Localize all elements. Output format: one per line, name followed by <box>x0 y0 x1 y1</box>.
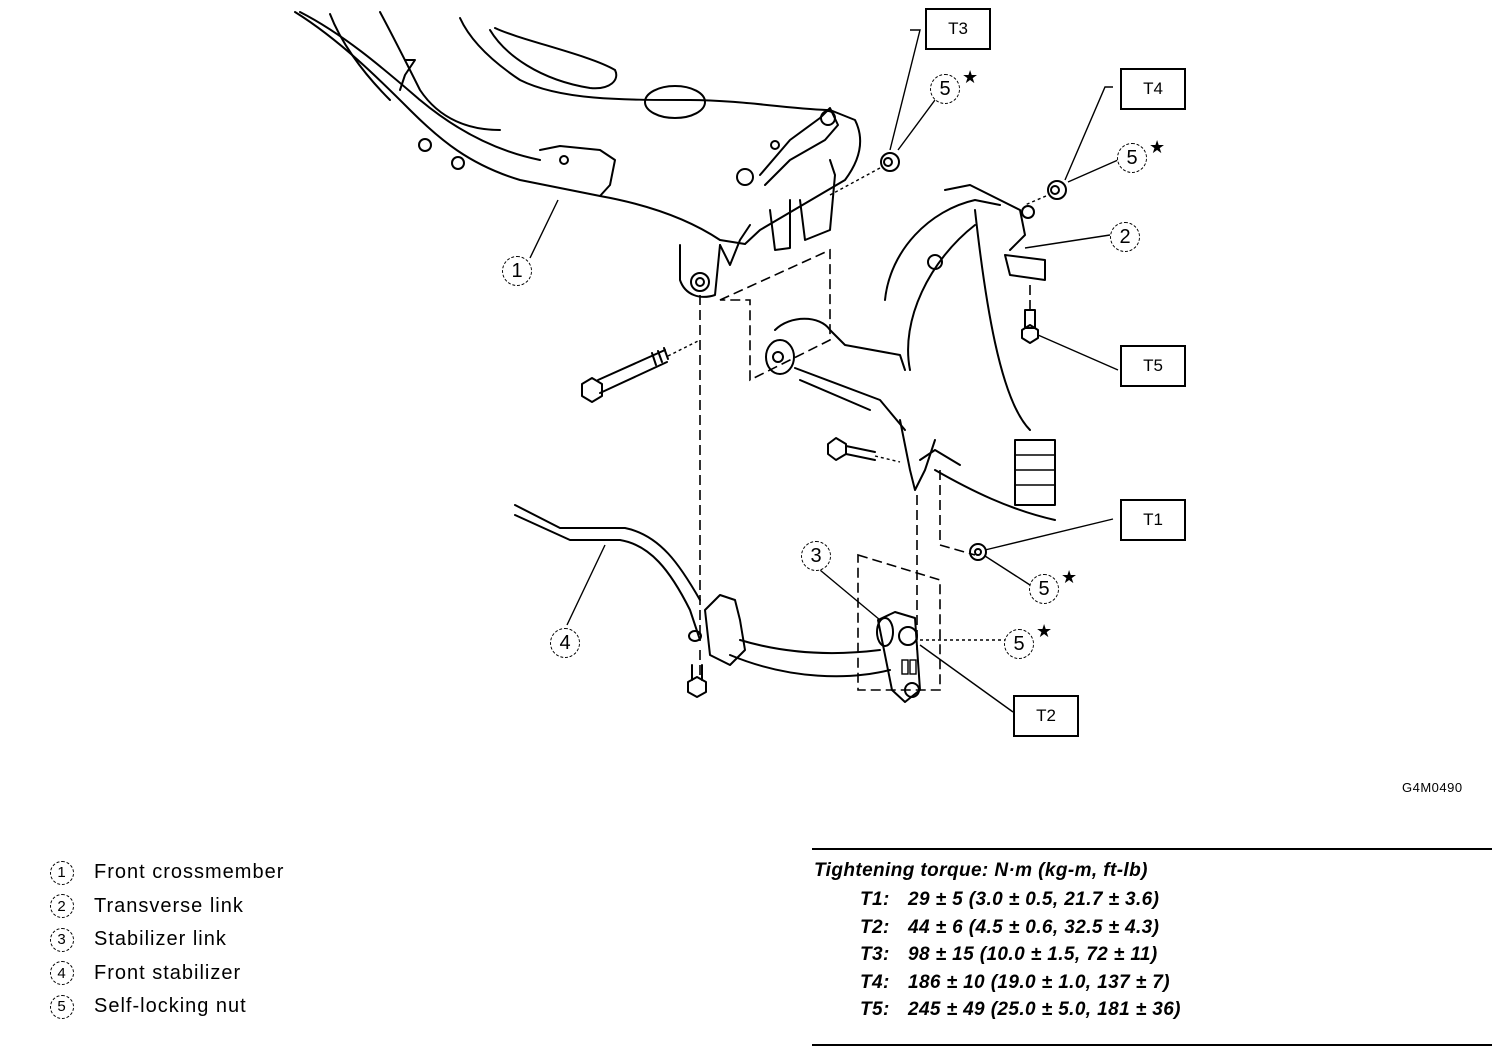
part-number-5-t1: 5 <box>1029 574 1059 604</box>
part-number-5-t3: 5 <box>930 74 960 104</box>
t4-nut <box>1024 180 1067 206</box>
stabilizer-link-drawing <box>876 611 921 703</box>
torque-callout-t4: T4 <box>1120 68 1186 110</box>
torque-callout-t3: T3 <box>925 8 991 50</box>
part-number-3: 3 <box>801 541 831 571</box>
legend-number: 5 <box>50 994 74 1019</box>
legend-number: 1 <box>50 860 74 885</box>
front-crossmember-drawing <box>294 11 862 298</box>
torque-specifications: Tightening torque: N·m (kg-m, ft-lb) T1:… <box>812 848 1492 1046</box>
t5-bolt <box>1021 285 1039 344</box>
part-number-1: 1 <box>502 256 532 286</box>
legend-label: Front stabilizer <box>94 961 242 984</box>
torque-value: 186 ± 10 (19.0 ± 1.0, 137 ± 7) <box>908 971 1170 993</box>
torque-value: 98 ± 15 (10.0 ± 1.5, 72 ± 11) <box>908 944 1158 965</box>
exploded-view-diagram: T3 T4 T5 T1 T2 1 2 3 4 5 5 5 5 ★ ★ ★ ★ <box>294 8 1186 737</box>
legend-number: 3 <box>50 927 74 952</box>
legend-item: 4 Front stabilizer <box>50 957 284 991</box>
part-number-4: 4 <box>550 628 580 658</box>
front-stabilizer-drawing <box>514 504 891 698</box>
crossmember-bolt <box>581 339 701 403</box>
part-number-5-t4: 5 <box>1117 143 1147 173</box>
part-number-2: 2 <box>1110 222 1140 252</box>
torque-row: T5: 245 ± 49 (25.0 ± 5.0, 181 ± 36) <box>812 996 1492 1024</box>
torque-title: Tightening torque: N·m (kg-m, ft-lb) <box>814 860 1148 881</box>
torque-row: T3: 98 ± 15 (10.0 ± 1.5, 72 ± 11) <box>812 941 1492 969</box>
torque-key: T4: <box>860 971 890 993</box>
legend-item: 5 Self-locking nut <box>50 990 284 1024</box>
parts-legend: 1 Front crossmember 2 Transverse link 3 … <box>50 856 284 1024</box>
torque-row: T1: 29 ± 5 (3.0 ± 0.5, 21.7 ± 3.6) <box>812 886 1492 914</box>
torque-value: 29 ± 5 (3.0 ± 0.5, 21.7 ± 3.6) <box>908 889 1160 910</box>
legend-item: 1 Front crossmember <box>50 856 284 890</box>
transverse-link-drawing <box>765 184 1056 650</box>
panel-outlines <box>719 248 941 691</box>
legend-number: 2 <box>50 894 74 919</box>
torque-key: T5: <box>860 999 890 1020</box>
legend-item: 2 Transverse link <box>50 890 284 924</box>
torque-key: T3: <box>860 944 890 965</box>
transverse-link-bolt <box>827 437 901 463</box>
figure-code: G4M0490 <box>1402 780 1463 795</box>
torque-value: 44 ± 6 (4.5 ± 0.6, 32.5 ± 4.3) <box>908 916 1160 938</box>
legend-label: Front crossmember <box>94 861 285 884</box>
torque-row: T4: 186 ± 10 (19.0 ± 1.0, 137 ± 7) <box>812 969 1492 997</box>
star-icon: ★ <box>1036 621 1053 641</box>
legend-label: Stabilizer link <box>94 928 227 951</box>
divider <box>812 1043 1492 1046</box>
torque-value: 245 ± 49 (25.0 ± 5.0, 181 ± 36) <box>908 999 1181 1020</box>
legend-number: 4 <box>50 961 74 986</box>
star-icon: ★ <box>1061 567 1078 587</box>
part-number-5-t2: 5 <box>1004 629 1034 659</box>
leader-lines <box>529 29 1119 713</box>
legend-label: Self-locking nut <box>94 995 247 1018</box>
legend-item: 3 Stabilizer link <box>50 923 284 957</box>
legend-label: Transverse link <box>94 894 244 917</box>
torque-key: T2: <box>860 916 890 938</box>
star-icon: ★ <box>962 67 979 87</box>
t3-nut <box>829 152 900 196</box>
torque-key: T1: <box>860 889 890 910</box>
t1-nut <box>969 543 987 561</box>
torque-callout-t5: T5 <box>1120 345 1186 387</box>
torque-row: T2: 44 ± 6 (4.5 ± 0.6, 32.5 ± 4.3) <box>812 914 1492 942</box>
torque-callout-t1: T1 <box>1120 499 1186 541</box>
star-icon: ★ <box>1149 137 1166 157</box>
torque-callout-t2: T2 <box>1013 695 1079 737</box>
divider <box>812 848 1492 850</box>
